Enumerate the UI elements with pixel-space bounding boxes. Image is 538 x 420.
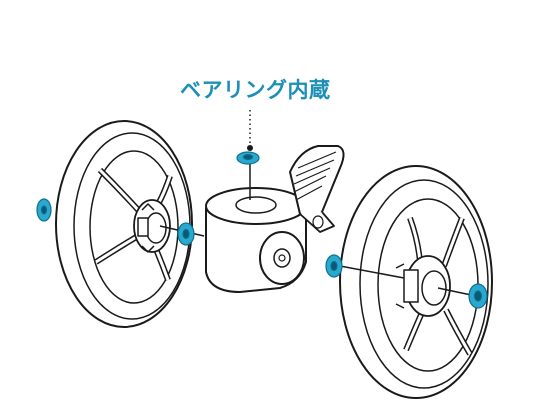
bearing-icon — [468, 283, 488, 309]
bearing-icon — [36, 198, 52, 222]
left-wheel — [55, 120, 205, 328]
bearing-icon — [177, 222, 195, 246]
callout-leader-line — [247, 110, 253, 151]
swivel-housing — [205, 145, 345, 293]
bearing-icon — [325, 254, 343, 278]
bearing-icon — [236, 151, 260, 165]
right-wheel — [339, 165, 493, 399]
callout-label: ベアリング内蔵 — [180, 78, 331, 102]
